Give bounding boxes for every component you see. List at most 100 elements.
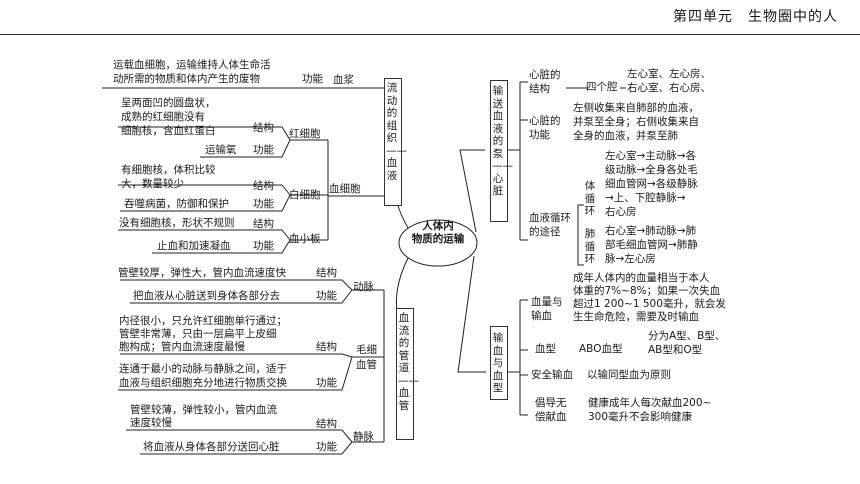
volume-label2: 输血 [531,310,552,322]
systemic-text5: 右心房 [605,206,637,218]
branch-blood-label: 流动的组织——血液 [386,82,407,182]
connector-center-transfusion [457,255,486,373]
artery-struct-text: 管壁较厚，弹性大，管内血流速度快 [118,267,286,279]
rbc-func-text: 运输氧 [205,144,237,156]
volume-text2: 体重的7%~8%；如果一次失血 [573,285,721,297]
vein-struct-text2: 速度较慢 [130,417,172,429]
branch-transfusion-label: 输血与血型 [492,332,504,394]
blood-type-text1: 分为A型、B型、 [648,330,726,342]
safe-transfusion-text: 以输同型血为原则 [587,369,671,381]
connector-rbc-struct [118,126,291,141]
rbc-func-label: 功能 [253,144,274,156]
capillary-func-label: 功能 [316,377,337,389]
connector-vein-func [140,441,353,455]
plasma-name: 血浆 [333,74,354,86]
donation-text2: 300毫升不会影响健康 [588,411,693,423]
center-ellipse [398,219,478,267]
capillary-struct-text3: 胞构成；管内血流速度最慢 [119,341,245,353]
rbc-struct-text2: 成熟的红细胞没有 [121,111,205,123]
connector-vein-struct [126,429,353,443]
systemic-circulation-label: 体循环 [584,180,596,217]
volume-text3: 超过1 200~1 500毫升，就会发 [573,298,726,310]
artery-struct-label: 结构 [316,267,337,279]
connector-artery-func [130,289,353,304]
heart-function-label2: 功能 [529,129,550,141]
systemic-text4: →上、下腔静脉→ [605,192,686,204]
capillary-func-text1: 连通于最小的动脉与静脉之间，适于 [119,363,287,375]
connector-capillary-struct [120,353,353,358]
connector-circulation-split [577,204,584,266]
plasma-func-text1: 运载血细胞，运输维持人体生命活 [113,59,271,71]
donation-text1: 健康成年人每次献血200~ [588,397,712,409]
page-header-title: 第四单元 生物圈中的人 [673,9,838,25]
donation-label2: 偿献血 [535,411,567,423]
heart-structure-label1: 心脏的 [529,69,561,81]
connector-artery-struct [120,279,353,291]
capillary-name2: 血管 [356,359,377,371]
vein-func-text: 将血液从身体各部分送回心脏 [143,441,280,453]
wbc-struct-label: 结构 [253,180,274,192]
artery-name: 动脉 [353,281,374,293]
volume-text1: 成年人体内的血量相当于本人 [573,272,710,284]
blood-type-label: 血型 [535,343,556,355]
heart-chambers-text1: 左心室、左心房、 [627,68,711,80]
rbc-struct-text3: 细胞核，含血红蛋白 [121,125,216,137]
vein-struct-text1: 管壁较薄，弹性较小，管内血流 [130,404,277,416]
systemic-text3: 细血管网→各级静脉 [605,178,698,190]
header-rule [0,34,860,35]
artery-func-label: 功能 [316,290,337,302]
rbc-name: 红细胞 [289,128,321,140]
branch-vessels-box [396,308,414,440]
pulmonary-circulation-label: 肺循环 [584,228,596,265]
heart-function-text2: 并泵至全身；右侧收集来自 [573,116,699,128]
platelet-struct-label: 结构 [253,218,274,230]
capillary-struct-label: 结构 [316,341,337,353]
pulmonary-text2: 部毛细血管网→肺静 [605,239,698,251]
branch-heart-label: 输送血液的泵——心脏 [492,85,513,197]
artery-func-text: 把血液从心脏送到身体各部分去 [133,290,280,302]
volume-text4: 生生命危险，需要及时输血 [573,311,699,323]
capillary-func-text2: 血液与组织细胞充分地进行物质交换 [119,377,287,389]
vein-struct-label: 结构 [316,418,337,430]
heart-chambers-sub: 四个腔 [586,81,618,93]
donation-label1: 倡导无 [535,397,567,409]
branch-heart-box [490,80,508,222]
platelet-func-text: 止血和加速凝血 [157,240,231,252]
connector-rbc-func [200,139,291,158]
heart-structure-label2: 结构 [529,83,550,95]
connector-capillary-func [118,356,353,391]
wbc-struct-text1: 有细胞核，体积比较 [121,164,216,176]
platelet-func-label: 功能 [253,240,274,252]
connector-platelet-func [152,239,291,254]
safe-transfusion-label: 安全输血 [531,369,573,381]
rbc-struct-text1: 呈两面凹的圆盘状， [121,97,216,109]
capillary-name1: 毛细 [356,344,377,356]
branch-blood-box [384,78,402,206]
pulmonary-text1: 右心室→肺动脉→肺 [605,225,697,237]
pulmonary-text3: 脉→左心房 [605,253,656,265]
vein-name: 静脉 [353,431,374,443]
wbc-func-label: 功能 [253,198,274,210]
blood-type-text2: AB型和O型 [648,344,703,356]
heart-chambers-text2: 右心室、右心房、 [627,82,711,94]
plasma-func-label: 功能 [302,73,323,85]
wbc-struct-text2: 大，数量较少 [121,178,184,190]
rbc-struct-label: 结构 [253,122,274,134]
circulation-label2: 的途径 [529,226,561,238]
wbc-func-text: 吞噬病菌，防御和保护 [124,198,229,210]
systemic-text1: 左心室→主动脉→各 [605,150,697,162]
center-title-line2: 物质的运输 [411,233,465,245]
center-node: 人体内 物质的运输 [398,220,478,266]
capillary-struct-text1: 内径很小，只允许红细胞单行通过； [119,315,287,327]
heart-function-label1: 心脏的 [529,115,561,127]
branch-transfusion-box [490,326,508,400]
platelet-struct-text: 没有细胞核，形状不规则 [119,217,235,229]
wbc-name: 白细胞 [289,189,321,201]
abo-label: ABO血型 [579,343,623,355]
branch-vessels-label: 血流的管道——血管 [398,312,419,412]
connector-platelet-struct [118,229,291,241]
connector-wbc-func [120,194,291,212]
systemic-text2: 级动脉→全身各处毛 [605,164,698,176]
connector-center-heart [459,149,485,233]
